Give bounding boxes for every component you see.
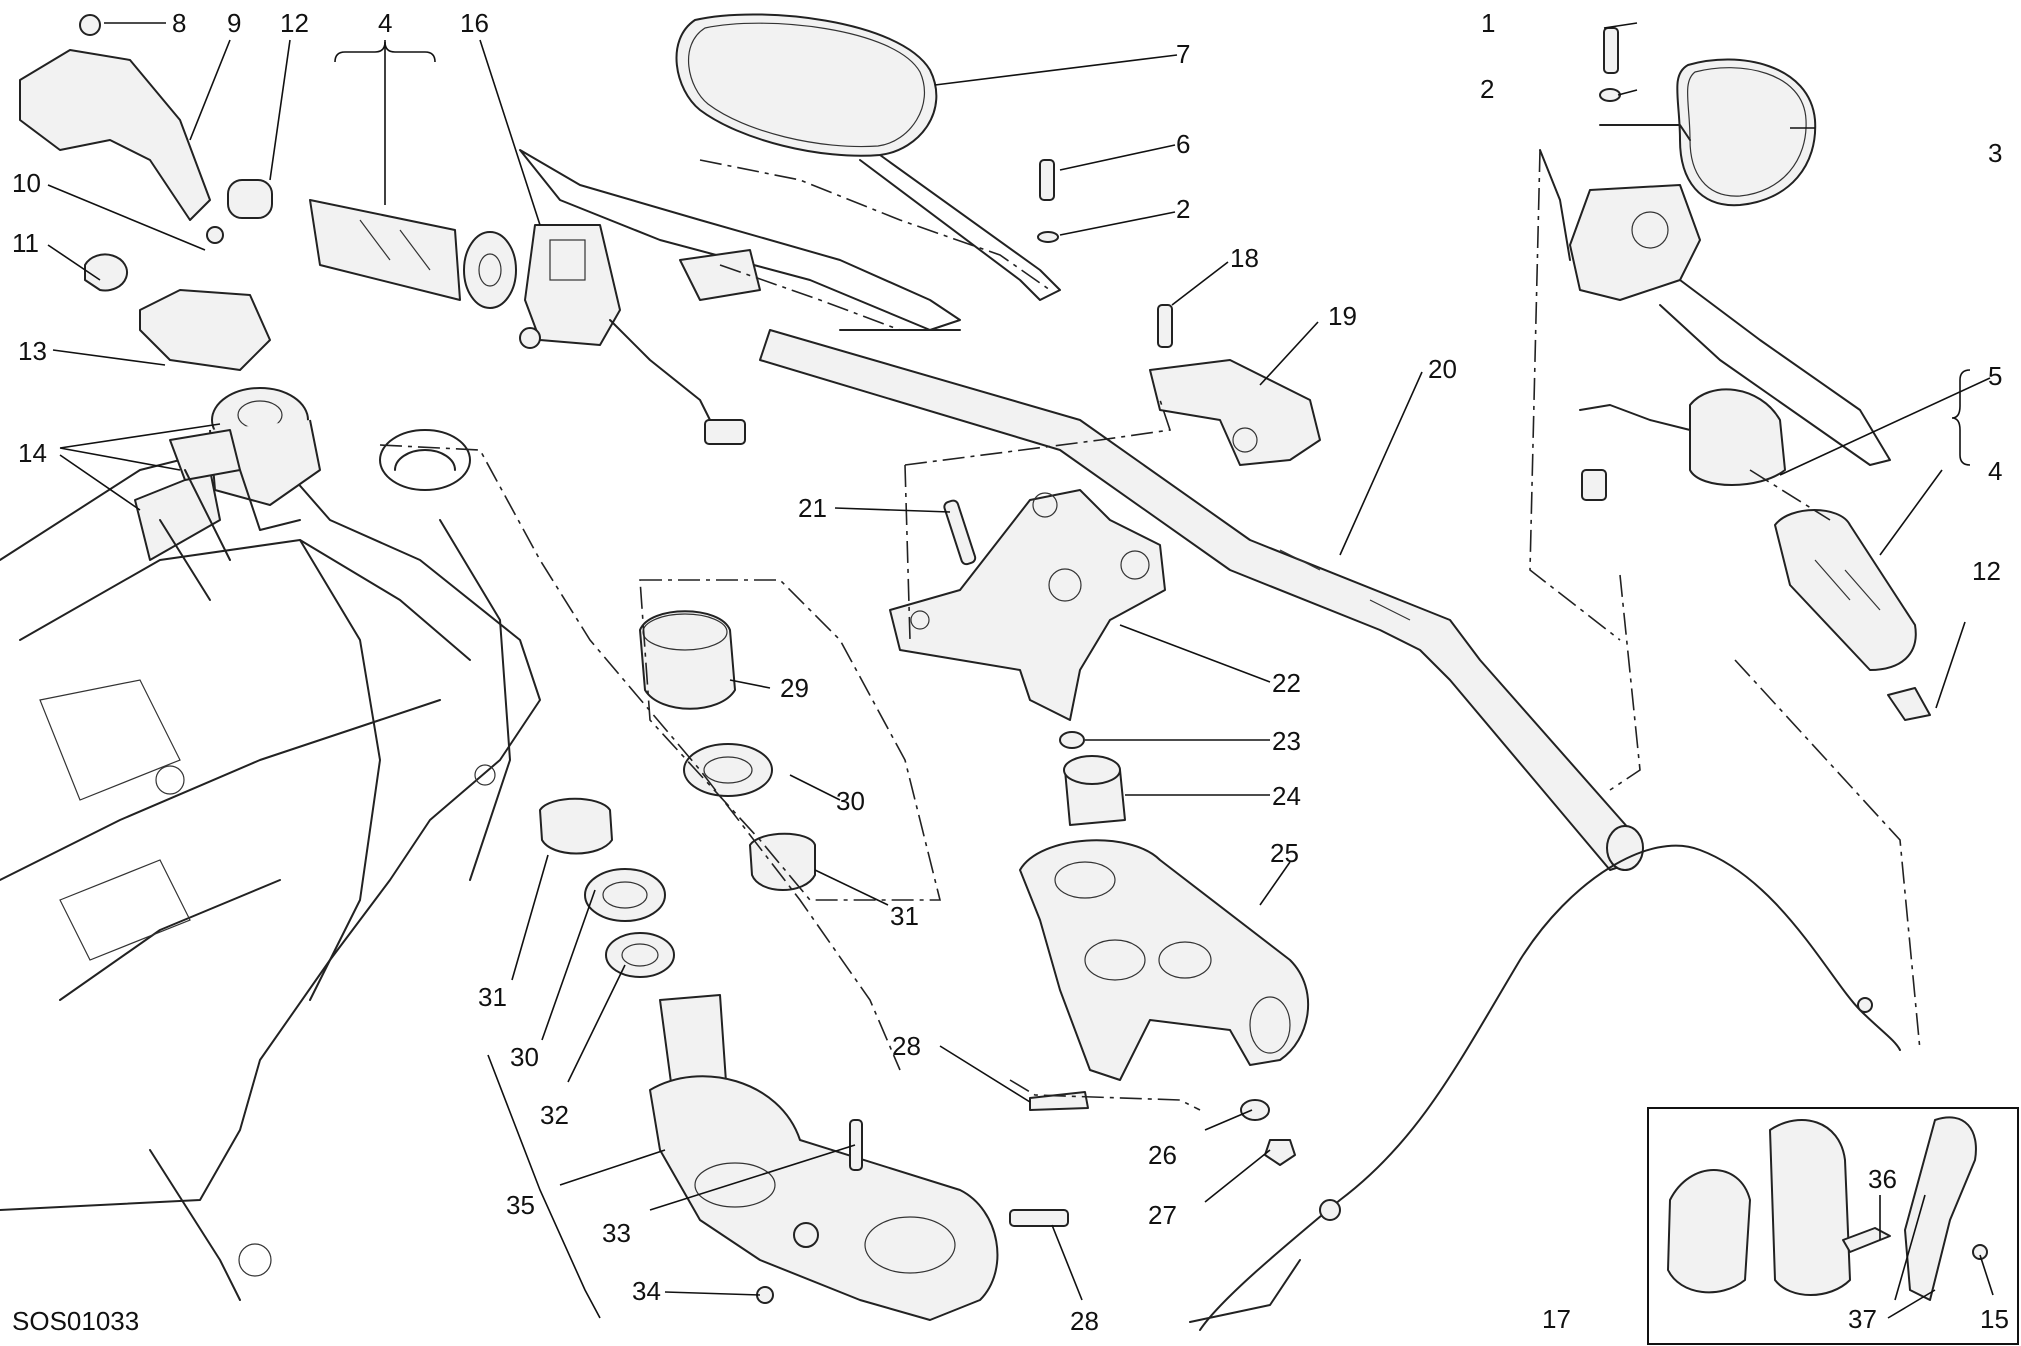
callout-27: 27 bbox=[1148, 1200, 1177, 1230]
callout-34: 34 bbox=[632, 1276, 661, 1306]
cable-drawing bbox=[1189, 844, 1901, 1331]
dashed-outlines bbox=[379, 149, 1921, 1111]
callout-4: 4 bbox=[378, 8, 392, 38]
callout-21: 21 bbox=[798, 493, 827, 523]
callout-19: 19 bbox=[1328, 301, 1357, 331]
callout-35: 35 bbox=[506, 1190, 535, 1220]
callout-11: 11 bbox=[12, 228, 39, 258]
callout-25: 25 bbox=[1270, 838, 1299, 868]
callout-6: 6 bbox=[1176, 129, 1190, 159]
callout-17: 17 bbox=[1542, 1304, 1571, 1334]
callout-31: 31 bbox=[478, 982, 507, 1012]
callout-2: 2 bbox=[1480, 74, 1494, 104]
ignition-switch-group bbox=[19, 14, 321, 601]
callout-31: 31 bbox=[890, 901, 919, 931]
callout-5: 5 bbox=[1988, 361, 2002, 391]
handlebar-group bbox=[759, 304, 1644, 871]
left-grip-group bbox=[227, 179, 746, 445]
callout-18: 18 bbox=[1230, 243, 1259, 273]
callout-16: 16 bbox=[460, 8, 489, 38]
callout-9: 9 bbox=[227, 8, 241, 38]
callout-29: 29 bbox=[780, 673, 809, 703]
detail-inset bbox=[1647, 1107, 2019, 1345]
callout-15: 15 bbox=[1980, 1304, 2009, 1334]
callout-33: 33 bbox=[602, 1218, 631, 1248]
leader-lines bbox=[47, 22, 1994, 1319]
callout-12: 12 bbox=[1972, 556, 2001, 586]
callout-30: 30 bbox=[510, 1042, 539, 1072]
callout-7: 7 bbox=[1176, 39, 1190, 69]
callout-37: 37 bbox=[1848, 1304, 1877, 1334]
callout-labels: 1 2 2 3 4 4 5 6 7 8 9 10 11 12 12 13 14 … bbox=[12, 8, 2009, 1336]
callout-2: 2 bbox=[1176, 194, 1190, 224]
callout-10: 10 bbox=[12, 168, 41, 198]
callout-32: 32 bbox=[540, 1100, 569, 1130]
right-control-group bbox=[1539, 27, 1931, 721]
callout-28: 28 bbox=[892, 1031, 921, 1061]
callout-36: 36 bbox=[1868, 1164, 1897, 1194]
callout-20: 20 bbox=[1428, 354, 1457, 384]
frame-drawing bbox=[0, 429, 541, 1301]
callout-22: 22 bbox=[1272, 668, 1301, 698]
callout-4: 4 bbox=[1988, 456, 2002, 486]
lower-clamp-group bbox=[1019, 731, 1310, 1166]
callout-26: 26 bbox=[1148, 1140, 1177, 1170]
callout-14: 14 bbox=[18, 438, 47, 468]
callout-1: 1 bbox=[1481, 8, 1495, 38]
upper-clamp-group bbox=[889, 489, 1166, 721]
callout-23: 23 bbox=[1272, 726, 1301, 756]
callout-13: 13 bbox=[18, 336, 47, 366]
callout-24: 24 bbox=[1272, 781, 1301, 811]
callout-12: 12 bbox=[280, 8, 309, 38]
callout-28: 28 bbox=[1070, 1306, 1099, 1336]
callout-3: 3 bbox=[1988, 138, 2002, 168]
callout-8: 8 bbox=[172, 8, 186, 38]
steering-stem-group bbox=[539, 610, 1069, 1321]
callout-30: 30 bbox=[836, 786, 865, 816]
drawing-code: SOS01033 bbox=[12, 1306, 139, 1336]
